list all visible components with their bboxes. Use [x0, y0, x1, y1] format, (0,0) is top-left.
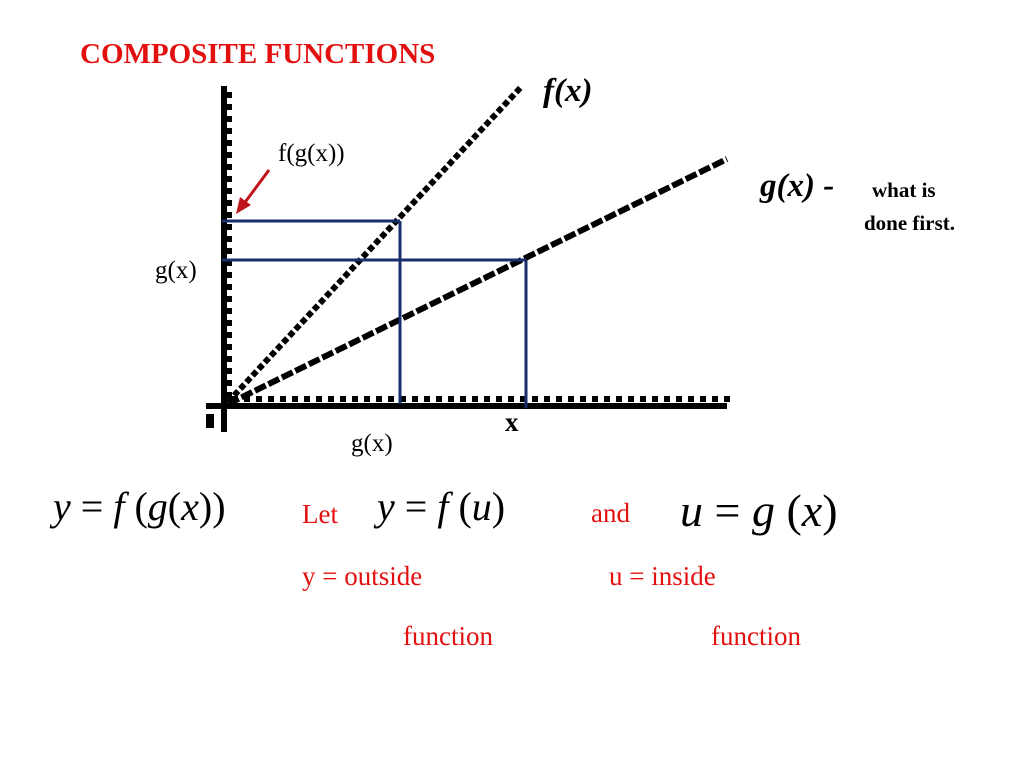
x-tick [664, 396, 670, 402]
guide-lines [222, 219, 528, 408]
x-tick [520, 396, 526, 402]
g-curve-label: g(x) - [760, 168, 835, 204]
g-note-line1: what is [872, 178, 936, 202]
outside-function-label: function [403, 621, 493, 651]
inside-function-label: function [711, 621, 801, 651]
x-axis-ticks [232, 396, 730, 402]
origin-mark [206, 414, 214, 428]
x-axis-point-label: x [505, 407, 519, 437]
y-tick [226, 356, 232, 362]
x-tick [532, 396, 538, 402]
y-tick [226, 236, 232, 242]
and-word: and [591, 498, 630, 528]
x-tick [724, 396, 730, 402]
y-tick [226, 212, 232, 218]
x-tick [460, 396, 466, 402]
y-tick [226, 296, 232, 302]
x-tick [568, 396, 574, 402]
x-tick [340, 396, 346, 402]
y-tick [226, 200, 232, 206]
arrow-icon [236, 169, 271, 214]
x-tick [412, 396, 418, 402]
u-of-x-equation: u = g (x) [680, 485, 838, 536]
x-tick [244, 396, 250, 402]
x-tick [688, 396, 694, 402]
x-tick [304, 396, 310, 402]
y-tick [226, 260, 232, 266]
x-tick [424, 396, 430, 402]
y-tick [226, 284, 232, 290]
y-tick [226, 92, 232, 98]
y-tick [226, 164, 232, 170]
g-curve [226, 156, 729, 407]
y-tick [226, 188, 232, 194]
outside-label: y = outside [302, 561, 423, 591]
let-word: Let [302, 499, 338, 529]
x-tick [316, 396, 322, 402]
f-curve-label: f(x) [543, 73, 593, 109]
y-tick [226, 380, 232, 386]
page-title: COMPOSITE FUNCTIONS [80, 38, 436, 70]
x-tick [604, 396, 610, 402]
x-tick [352, 396, 358, 402]
y-tick [226, 368, 232, 374]
y-tick [226, 332, 232, 338]
x-tick [364, 396, 370, 402]
y-axis-ticks [226, 92, 232, 398]
x-tick [292, 396, 298, 402]
f-curve [225, 83, 525, 405]
g-note-line2: done first. [864, 211, 955, 235]
x-tick [556, 396, 562, 402]
x-tick [388, 396, 394, 402]
fgx-level-label: f(g(x)) [278, 140, 345, 167]
y-of-u-equation: y = f (u) [377, 484, 506, 529]
y-tick [226, 224, 232, 230]
gx-x-axis-label: g(x) [351, 430, 393, 457]
y-tick [226, 344, 232, 350]
y-tick [226, 128, 232, 134]
x-tick [676, 396, 682, 402]
x-tick [580, 396, 586, 402]
x-tick [436, 396, 442, 402]
x-tick [472, 396, 478, 402]
y-tick [226, 116, 232, 122]
x-tick [508, 396, 514, 402]
x-tick [616, 396, 622, 402]
x-tick [376, 396, 382, 402]
y-tick [226, 272, 232, 278]
y-tick [226, 152, 232, 158]
inside-label: u = inside [609, 561, 716, 591]
x-tick [496, 396, 502, 402]
x-tick [640, 396, 646, 402]
gx-y-axis-label: g(x) [155, 257, 197, 284]
x-tick [268, 396, 274, 402]
x-tick [484, 396, 490, 402]
x-tick [256, 396, 262, 402]
composite-equation: y = f (g(x)) [53, 484, 226, 529]
x-tick [592, 396, 598, 402]
x-tick [712, 396, 718, 402]
y-tick [226, 320, 232, 326]
x-tick [628, 396, 634, 402]
x-tick [700, 396, 706, 402]
y-tick [226, 392, 232, 398]
y-tick [226, 140, 232, 146]
x-tick [652, 396, 658, 402]
x-tick [448, 396, 454, 402]
x-tick [544, 396, 550, 402]
y-tick [226, 176, 232, 182]
y-tick [226, 308, 232, 314]
x-tick [280, 396, 286, 402]
y-tick [226, 248, 232, 254]
x-tick [400, 396, 406, 402]
x-tick [328, 396, 334, 402]
y-tick [226, 104, 232, 110]
